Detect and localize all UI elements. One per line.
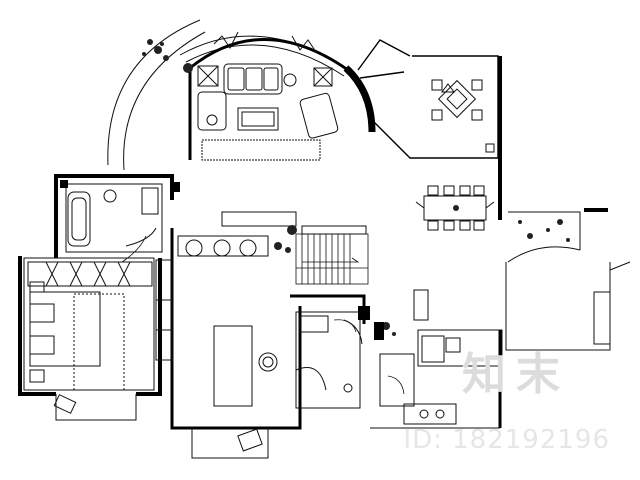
left-bath-wall-sq [172,182,180,192]
dining-walls [357,39,499,159]
kitchen [370,289,503,429]
left-bath-wall-sq2 [60,180,68,188]
living-room-walls [188,38,349,160]
long-dining-table [415,185,495,231]
living-room-rug [201,139,321,161]
bedroom-wardrobe [155,259,173,361]
stair-column [374,322,384,340]
ceiling-lines [213,31,317,53]
right-room [505,261,631,351]
staircase [295,233,369,285]
left-bathroom [65,183,163,253]
central-plants [274,225,297,253]
sofa-set [197,63,339,139]
master-bedroom [23,257,155,414]
right-balcony [507,211,581,263]
living-room-plants [183,63,297,126]
living-room-wall-thick [343,65,376,133]
small-square [485,143,495,153]
central-hall-furniture [177,211,367,407]
dining-plant [453,205,459,211]
curved-balcony [107,19,353,171]
watermark-brand: 知末 [462,349,570,400]
center-bathroom [295,311,363,409]
north-arrow-icon [441,83,455,93]
center-bath-wall [358,306,370,320]
balcony-plant [142,39,169,61]
bedroom-balcony [55,394,137,421]
right-balcony-plants [518,219,570,242]
door-swings [121,235,405,395]
bottom-balcony [191,428,269,459]
central-hall-walls [170,228,366,430]
square-dining-table [431,79,483,121]
watermark-id: ID: 182192196 [403,425,610,455]
master-bedroom-walls [18,256,162,396]
